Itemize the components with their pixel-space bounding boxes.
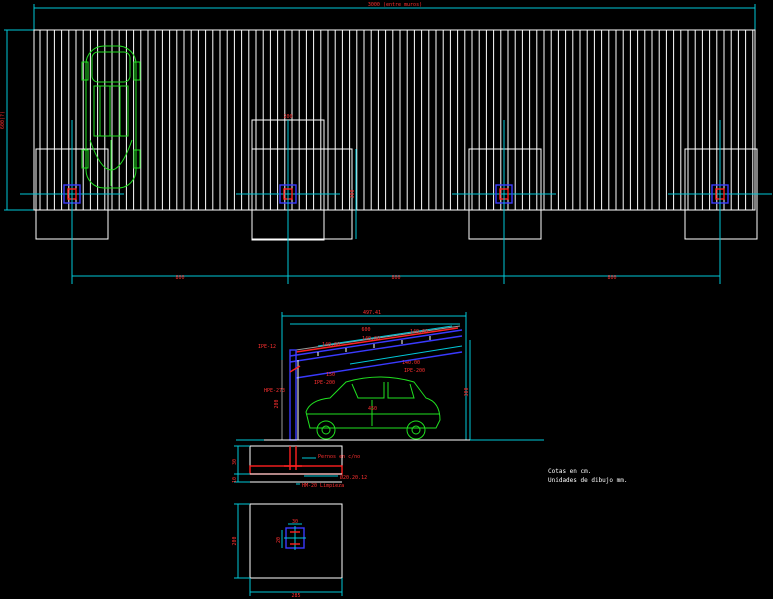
car-label: 450 xyxy=(368,406,377,412)
dim-small: 150 xyxy=(326,372,335,378)
footing-depth: 300 xyxy=(350,189,356,198)
total-dimension: 3000 (entre muros) xyxy=(368,2,422,8)
notes: Cotas en cm. Unidades de dibujo mm. xyxy=(548,468,627,484)
beam-mid-label: IPE-200 xyxy=(314,380,335,386)
footing-detail: 30 20 200 285 xyxy=(232,503,343,599)
roof-ribs xyxy=(39,30,754,210)
purlin-spacing-1: 140.00 xyxy=(322,342,340,348)
upper-length: 600 xyxy=(361,327,370,333)
footing-detail-outline xyxy=(249,503,343,579)
column-width: 200 xyxy=(283,114,292,120)
overall-length: 497.41 xyxy=(363,310,381,316)
beam-top-label-2: IPE-200 xyxy=(404,368,425,374)
dim-left-30: 30 xyxy=(232,459,238,465)
purlin-spacing-3: 140.00 xyxy=(410,329,428,335)
span-3: 800 xyxy=(607,275,616,281)
depth-dimension: 600(?) xyxy=(0,111,6,129)
beam-top-label: IPE-12 xyxy=(258,344,276,350)
section-view: 497.41 600 140.00 140.00 140.00 140.00 I… xyxy=(232,310,544,489)
span-2: 800 xyxy=(391,275,400,281)
plate-size: Ø20.20.12 xyxy=(340,474,367,481)
total-height: 300 xyxy=(464,387,470,396)
outer-bottom: 285 xyxy=(291,593,300,599)
note-units-1: Cotas en cm. xyxy=(548,468,591,475)
outer-side: 200 xyxy=(232,536,238,545)
column-height: 200 xyxy=(274,399,280,408)
purlin-spacing-2: 140.00 xyxy=(362,336,380,342)
span-1: 800 xyxy=(175,275,184,281)
column-section xyxy=(289,349,297,441)
note-units-2: Unidades de dibujo mm. xyxy=(548,477,627,484)
column-label: HPE-273 xyxy=(264,388,285,394)
purlin-spacing-4: 140.00 xyxy=(402,360,420,366)
dim-left-10: 10 xyxy=(232,477,238,483)
inner-dim-top: 30 xyxy=(292,519,298,525)
car-plan xyxy=(81,45,141,189)
plan-view: 3000 (entre muros) 600(?) xyxy=(0,2,772,284)
car-side xyxy=(305,376,441,440)
roof-outline xyxy=(33,29,756,211)
plate-label: HM-20 Limpieza xyxy=(302,483,344,489)
inner-dim-left: 20 xyxy=(276,537,282,543)
anchor-label: Pernos en c/no xyxy=(318,454,360,460)
